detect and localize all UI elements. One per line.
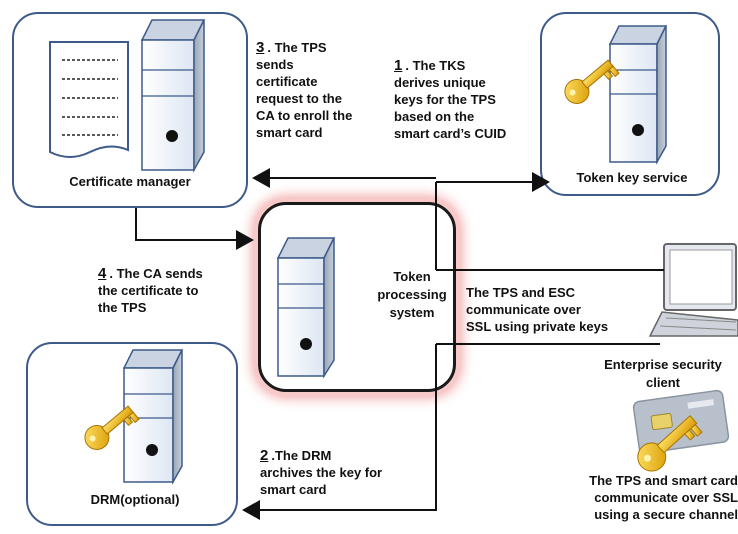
certificate-document-icon xyxy=(49,41,129,158)
token-key-service-label: Token key service xyxy=(576,170,688,185)
step-1-number: 1 xyxy=(394,57,403,74)
server-icon xyxy=(276,237,336,379)
key-icon xyxy=(84,405,140,450)
smart-card-icon xyxy=(632,389,730,454)
ssl-esc-note: The TPS and ESC communicate over SSL usi… xyxy=(466,285,609,334)
step-4-number: 4 xyxy=(98,265,107,282)
drm-label: DRM(optional) xyxy=(90,492,180,507)
server-icon xyxy=(122,349,184,485)
key-icon xyxy=(564,59,620,104)
step-4-text: . The CA sends the certificate to the TP… xyxy=(98,266,203,315)
server-icon xyxy=(608,25,668,165)
token-processing-system-label: Token processing system xyxy=(377,269,447,320)
connector-lines xyxy=(135,168,664,520)
key-icon xyxy=(637,415,703,472)
step-3-label: 3. The TPS sends certificate request to … xyxy=(256,22,386,141)
certificate-manager-label: Certificate manager xyxy=(69,174,191,189)
step-3-text: . The TPS sends certificate request to t… xyxy=(256,40,353,140)
server-icon xyxy=(140,19,206,173)
step-2-label: 2.The DRM archives the key for smart car… xyxy=(260,430,430,498)
step-2-number: 2 xyxy=(260,447,269,464)
smart-card-note: The TPS and smart card communicate over … xyxy=(589,473,738,522)
step-4-label: 4. The CA sends the certificate to the T… xyxy=(98,248,258,316)
step-1-text: . The TKS derives unique keys for the TP… xyxy=(394,58,507,141)
laptop-icon xyxy=(648,243,738,337)
step-3-number: 3 xyxy=(256,39,265,56)
step-2-text: .The DRM archives the key for smart card xyxy=(260,448,383,497)
enterprise-security-client-label: Enterprise security client xyxy=(604,357,722,390)
step-1-label: 1. The TKS derives unique keys for the T… xyxy=(394,40,540,142)
